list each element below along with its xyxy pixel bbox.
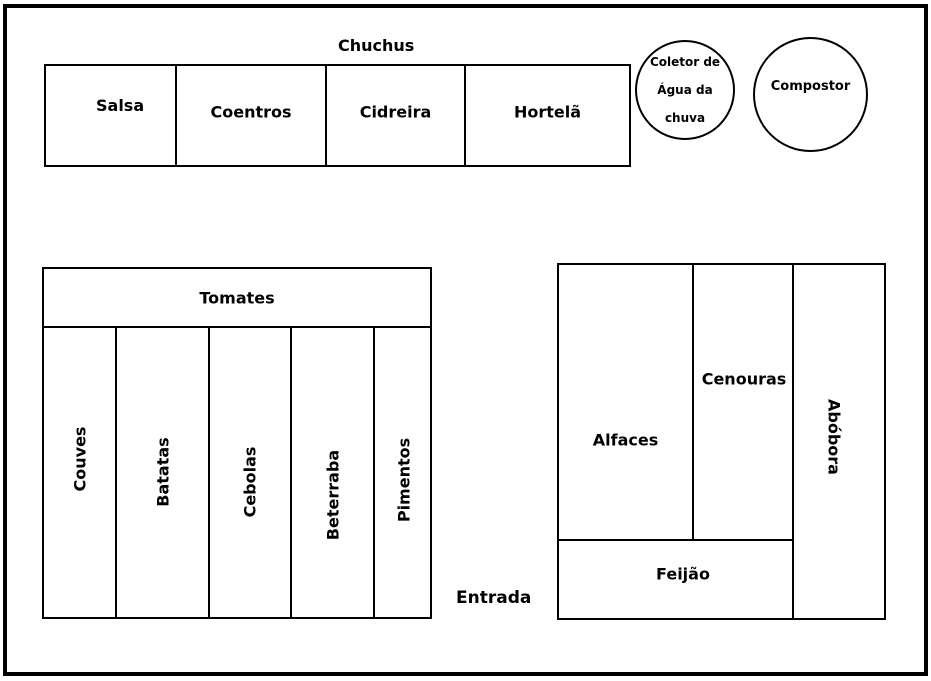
- bed-cidreira: Cidreira: [327, 66, 466, 165]
- bed-couves: Couves: [44, 326, 117, 617]
- bed-batatas: Batatas: [117, 326, 210, 617]
- bed-pimentos-label: Pimentos: [394, 437, 413, 523]
- chuchus-label: Chuchus: [338, 36, 415, 55]
- bed-cebolas: Cebolas: [210, 326, 292, 617]
- bed-alfaces: Alfaces: [559, 265, 694, 539]
- bed-couves-label: Couves: [70, 426, 89, 492]
- bed-tomates: Tomates: [44, 269, 430, 328]
- bed-beterraba: Beterraba: [292, 326, 375, 617]
- bed-coentros: Coentros: [177, 66, 327, 165]
- bed-feijao: Feijão: [559, 539, 794, 620]
- bed-feijao-label: Feijão: [656, 564, 710, 584]
- composter-label: Compostor: [770, 79, 851, 94]
- bed-cenouras-label: Cenouras: [701, 369, 787, 389]
- bed-cebolas-label: Cebolas: [240, 446, 260, 518]
- bed-cidreira-label: Cidreira: [359, 102, 432, 122]
- entrance-label: Entrada: [456, 588, 532, 608]
- bed-salsa: Salsa: [46, 66, 177, 165]
- bed-salsa-label: Salsa: [96, 96, 145, 115]
- garden-border: [3, 4, 928, 676]
- bed-hortela-label: Hortelã: [513, 102, 582, 122]
- bed-tomates-label: Tomates: [199, 288, 275, 307]
- bed-cenouras: Cenouras: [694, 265, 794, 539]
- left-vegetable-area: Tomates Couves Batatas Cebolas Beterraba…: [42, 267, 432, 619]
- herb-bed-row: Salsa Coentros Cidreira Hortelã: [44, 64, 631, 167]
- bed-coentros-label: Coentros: [210, 102, 292, 122]
- bed-alfaces-label: Alfaces: [592, 430, 659, 450]
- right-vegetable-area: Alfaces Cenouras Feijão Abóbora: [557, 263, 886, 620]
- bed-beterraba-label: Beterraba: [323, 449, 342, 541]
- bed-hortela: Hortelã: [466, 66, 629, 165]
- bed-abobora-label: Abóbora: [824, 399, 844, 475]
- bed-batatas-label: Batatas: [153, 437, 172, 507]
- bed-pimentos: Pimentos: [375, 326, 432, 617]
- rainwater-label-line1: Coletor de: [649, 55, 721, 69]
- rainwater-collector: Coletor de Água da chuva: [635, 40, 735, 140]
- bed-abobora: Abóbora: [792, 265, 884, 618]
- rainwater-label-line2: Água da chuva: [657, 83, 713, 125]
- composter: Compostor: [753, 37, 868, 152]
